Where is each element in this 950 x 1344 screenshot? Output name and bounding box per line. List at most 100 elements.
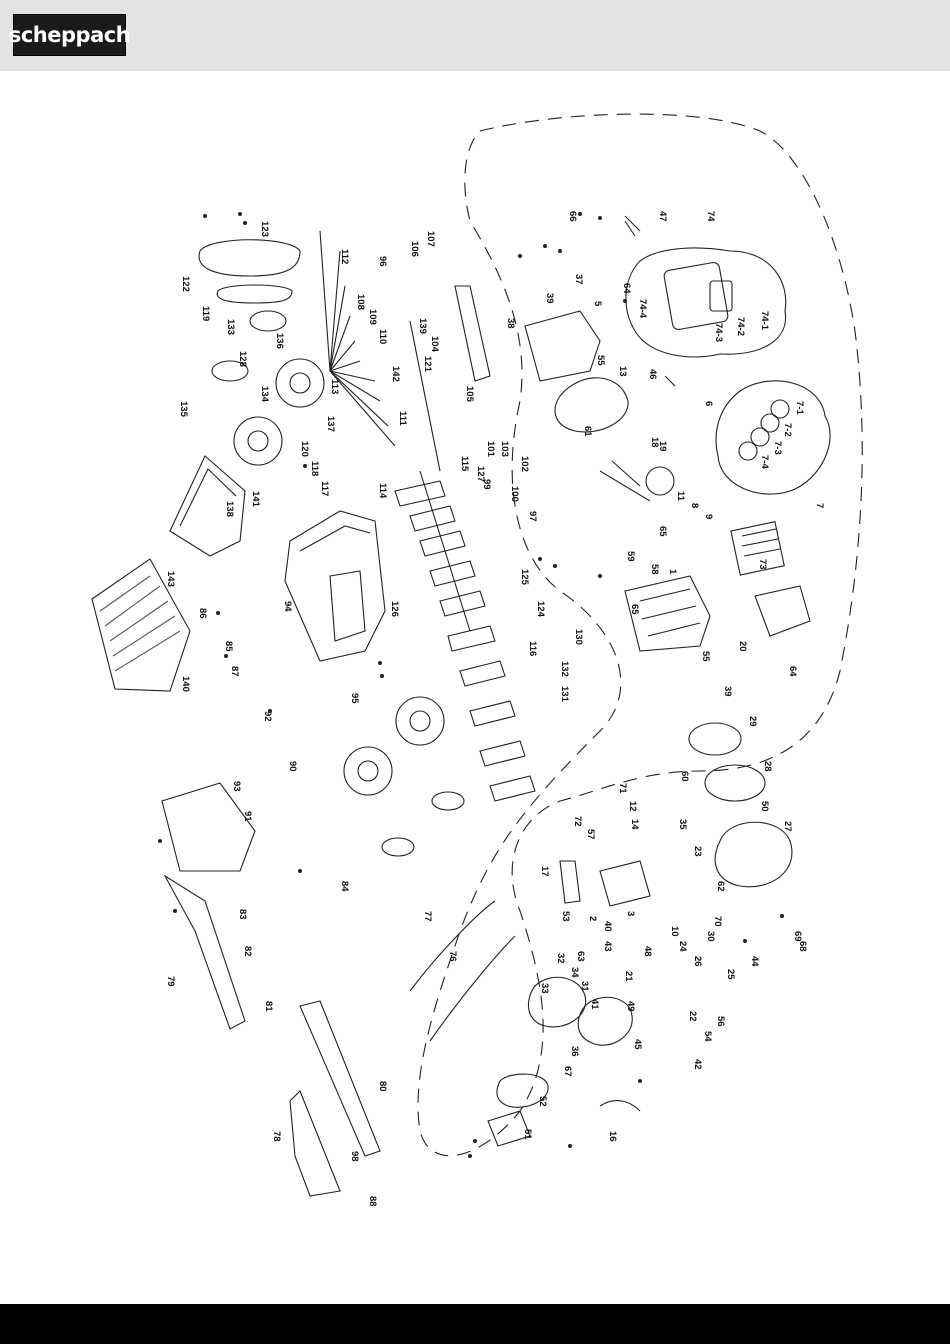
part-label: 91 [242, 811, 253, 822]
part-label: 86 [197, 608, 208, 619]
throttle-cable-77 [409, 900, 496, 992]
part-label: 26 [692, 956, 703, 967]
part-label: 78 [271, 1131, 282, 1142]
part-label: 13 [617, 366, 628, 377]
small-balloon-36 [577, 996, 633, 1046]
top-cover [198, 239, 301, 277]
part-label: 27 [782, 821, 793, 832]
part-label: 92 [262, 711, 273, 722]
part-label: 52 [537, 1096, 548, 1107]
part-label: 6 [703, 401, 714, 406]
part-label: 83 [237, 909, 248, 920]
part-label: 76 [447, 951, 458, 962]
part-label: 21 [623, 971, 634, 982]
part-label: 7-4 [759, 455, 770, 469]
part-label: 100 [509, 486, 520, 502]
part-label: 115 [459, 456, 470, 472]
part-label: 137 [325, 416, 336, 432]
part-label: 23 [692, 846, 703, 857]
part-label: 106 [409, 241, 420, 257]
part-label: 16 [607, 1131, 618, 1142]
part-label: 7-2 [782, 423, 793, 437]
lower-handle-bar [163, 874, 246, 1030]
part-label: 17 [539, 866, 550, 877]
upper-handle-bar [299, 1000, 381, 1157]
part-label: 114 [377, 483, 388, 499]
valve-cover [524, 310, 601, 382]
part-label: 1 [667, 569, 678, 575]
crankshaft [599, 460, 651, 502]
part-label: 60 [679, 771, 690, 782]
part-label: 84 [339, 881, 350, 892]
part-label: 90 [287, 761, 298, 772]
part-label: 18 [649, 437, 660, 448]
part-label: 72 [572, 816, 583, 827]
part-label: 141 [250, 491, 261, 508]
part-label: 97 [527, 511, 538, 522]
exploded-parts-diagram: 123 122 119 133 113 112 96 107 106 105 1… [0, 71, 950, 1303]
part-label: 55 [595, 355, 606, 366]
drive-belt [216, 284, 293, 304]
engine-group-boundary [417, 113, 863, 1157]
part-label: 96 [377, 256, 388, 267]
wheel-upper [275, 358, 325, 408]
part-label: 38 [505, 318, 516, 329]
part-label: 74-1 [759, 311, 770, 331]
part-label: 74 [705, 211, 716, 222]
part-label: 53 [560, 911, 571, 922]
part-label: 99 [481, 479, 492, 490]
gasket [554, 377, 629, 433]
wheel-upper-2 [233, 416, 283, 466]
part-label: 2 [587, 916, 598, 921]
part-label: 112 [339, 249, 350, 264]
part-label: 32 [555, 953, 566, 964]
collection-bag [91, 558, 191, 692]
part-label: 95 [349, 693, 360, 704]
part-label: 113 [329, 379, 340, 394]
part-label: 111 [397, 411, 408, 427]
part-label: 79 [165, 976, 176, 987]
part-label: 67 [562, 1066, 573, 1077]
part-label: 123 [259, 221, 270, 237]
part-label: 28 [762, 761, 773, 772]
part-label: 7-1 [794, 401, 805, 415]
fuel-tank [754, 585, 811, 637]
part-label: 8 [689, 503, 700, 508]
part-label: 134 [259, 386, 270, 403]
part-label: 124 [535, 601, 546, 618]
part-label: 33 [539, 983, 550, 994]
part-label: 64 [787, 666, 798, 677]
part-label: 133 [225, 319, 236, 335]
part-label: 36 [569, 1046, 580, 1057]
part-label: 127 [475, 466, 486, 482]
blade-stack [394, 480, 536, 802]
small-balloon-41 [527, 976, 587, 1028]
control-bail [289, 1090, 341, 1197]
part-label: 37 [573, 274, 584, 285]
part-label: 39 [544, 293, 555, 304]
part-label: 81 [263, 1001, 274, 1012]
part-label: 116 [527, 641, 538, 656]
part-number-labels: 123 122 119 133 113 112 96 107 106 105 1… [165, 211, 825, 1207]
part-label: 31 [579, 981, 590, 992]
part-label: 120 [299, 441, 310, 457]
part-label: 45 [632, 1039, 643, 1050]
muffler [487, 1110, 531, 1147]
part-label: 56 [715, 1016, 726, 1027]
part-label: 109 [367, 309, 378, 325]
part-label: 128 [237, 351, 248, 367]
part-label: 105 [464, 386, 475, 403]
cylinder-head [730, 521, 785, 576]
part-label: 63 [575, 951, 586, 962]
part-label: 98 [349, 1151, 360, 1162]
part-label: 11 [675, 491, 686, 502]
part-label: 143 [165, 571, 176, 587]
part-label: 69 [792, 931, 803, 942]
part-label: 132 [559, 661, 570, 677]
fastener-dots [158, 212, 784, 1158]
flywheel-fan [704, 764, 766, 802]
part-label: 42 [692, 1059, 703, 1070]
part-label: 101 [485, 441, 496, 458]
part-label: 119 [200, 306, 211, 321]
part-label: 49 [625, 1001, 636, 1012]
